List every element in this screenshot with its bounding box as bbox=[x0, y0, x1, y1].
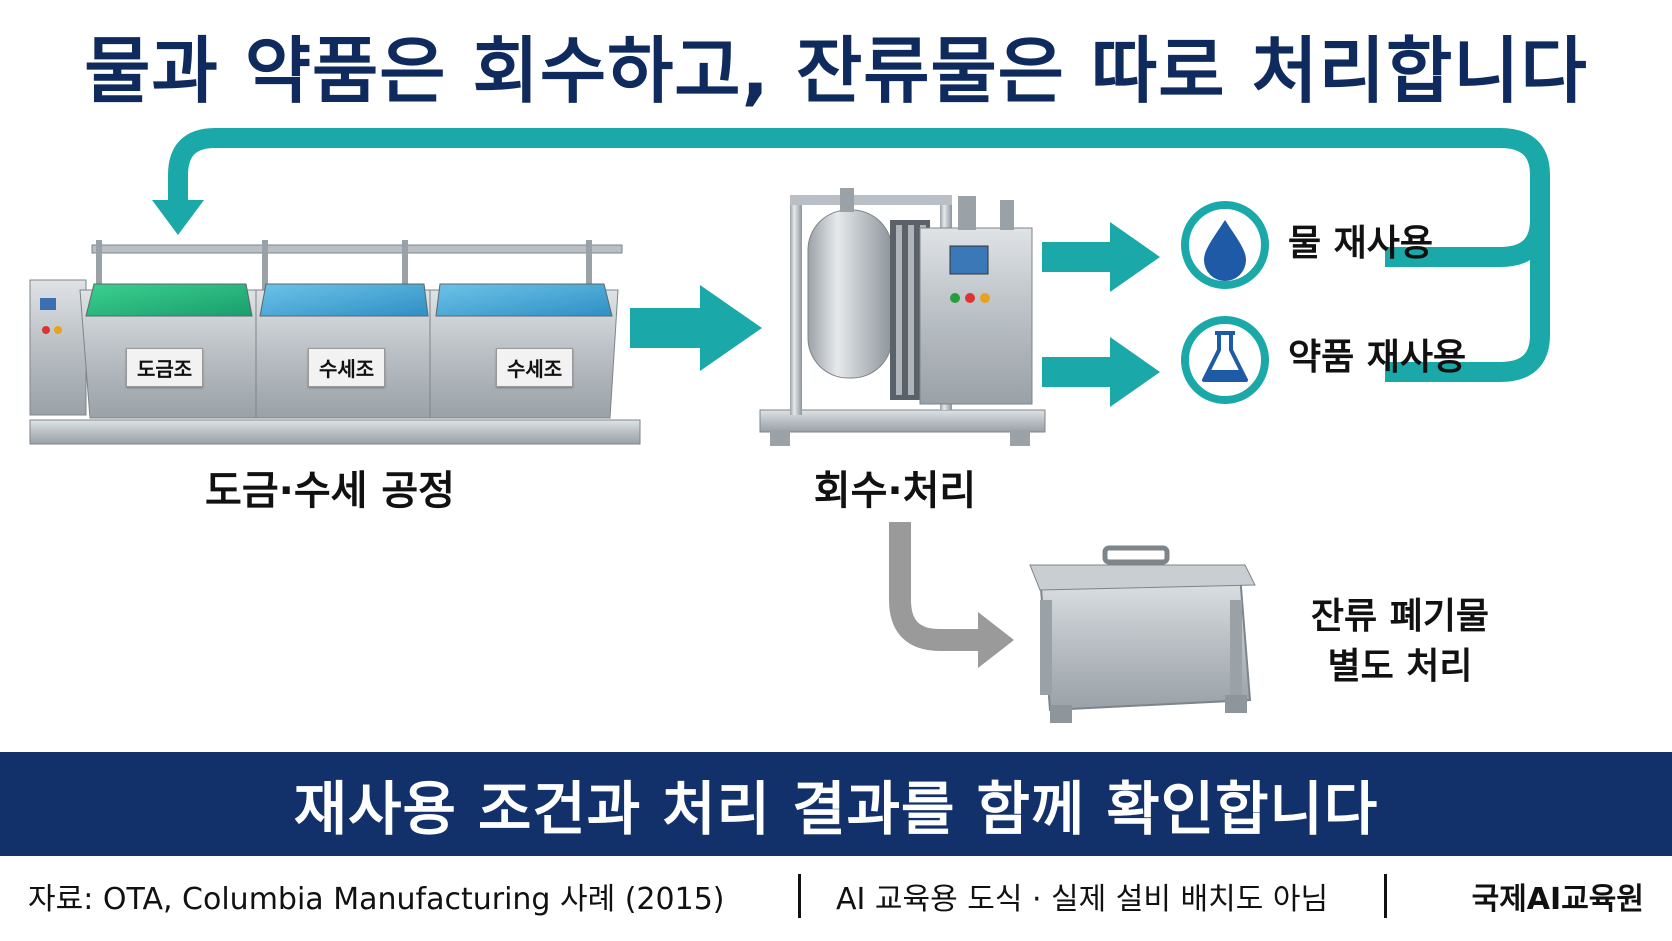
residue-label-line2: 별도 처리 bbox=[1327, 646, 1473, 687]
waste-container bbox=[1029, 545, 1256, 723]
water-drop-icon bbox=[1181, 201, 1269, 289]
flow-arrow-to-chemical-reuse bbox=[1042, 337, 1160, 407]
source-citation: 자료: OTA, Columbia Manufacturing 사례 (2015… bbox=[28, 882, 725, 917]
footer-divider bbox=[1384, 874, 1387, 918]
summary-banner: 재사용 조건과 처리 결과를 함께 확인합니다 bbox=[0, 752, 1672, 856]
chemical-reuse-label: 약품 재사용 bbox=[1288, 337, 1467, 378]
flow-arrow-to-recovery bbox=[630, 285, 762, 371]
recovery-label: 회수·처리 bbox=[813, 468, 977, 514]
tank-tag-plating: 도금조 bbox=[126, 348, 204, 387]
tank-tag-rinse-1: 수세조 bbox=[308, 348, 386, 387]
water-reuse-label: 물 재사용 bbox=[1288, 223, 1434, 264]
disclaimer-note: AI 교육용 도식 · 실제 설비 배치도 아님 bbox=[836, 882, 1329, 917]
footer-divider bbox=[798, 874, 801, 918]
flow-arrow-to-water-reuse bbox=[1042, 222, 1160, 292]
page-title: 물과 약품은 회수하고, 잔류물은 따로 처리합니다 bbox=[84, 29, 1588, 113]
waste-flow-arrow bbox=[889, 522, 980, 651]
residue-label-line1: 잔류 폐기물 bbox=[1310, 596, 1490, 637]
flask-icon bbox=[1181, 316, 1269, 404]
organization-name: 국제AI교육원 bbox=[1471, 882, 1644, 917]
process-label: 도금·수세 공정 bbox=[205, 468, 455, 514]
footer: 자료: OTA, Columbia Manufacturing 사례 (2015… bbox=[0, 860, 1672, 932]
recycle-loop-arrow bbox=[152, 128, 1550, 382]
waste-arrow-head bbox=[978, 612, 1014, 668]
tank-tag-rinse-2: 수세조 bbox=[496, 348, 574, 387]
recovery-unit bbox=[759, 188, 1046, 446]
plating-rinse-tanks bbox=[29, 240, 641, 445]
residue-label: 잔류 폐기물 별도 처리 bbox=[1280, 592, 1520, 692]
